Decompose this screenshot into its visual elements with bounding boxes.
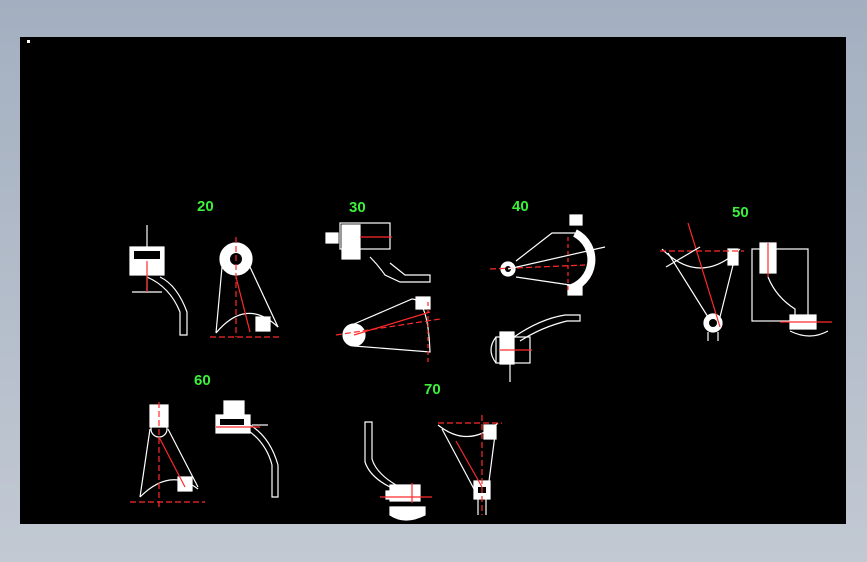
op20-side-view <box>129 225 188 336</box>
op60-side-view <box>215 400 279 498</box>
op40-front-view <box>489 214 606 296</box>
operation-label-70: 70 <box>424 381 441 398</box>
origin-marker <box>27 40 30 43</box>
op70-front-view <box>437 415 502 515</box>
op70-side-view <box>364 421 432 521</box>
op50-front-view <box>660 222 744 341</box>
op30-top-view <box>325 222 431 283</box>
operation-label-30: 30 <box>349 199 366 216</box>
drawing-layer <box>129 214 832 521</box>
operation-label-20: 20 <box>197 198 214 215</box>
operation-label-60: 60 <box>194 372 211 389</box>
operation-label-40: 40 <box>512 198 529 215</box>
op50-side-view <box>751 242 832 337</box>
op30-front-view <box>335 296 441 362</box>
op60-front-view <box>130 402 205 507</box>
op20-front-view <box>210 237 282 338</box>
cad-drawing-canvas[interactable]: 20 30 40 50 60 70 <box>20 37 846 524</box>
op40-side-view <box>490 314 581 382</box>
operation-label-50: 50 <box>732 204 749 221</box>
